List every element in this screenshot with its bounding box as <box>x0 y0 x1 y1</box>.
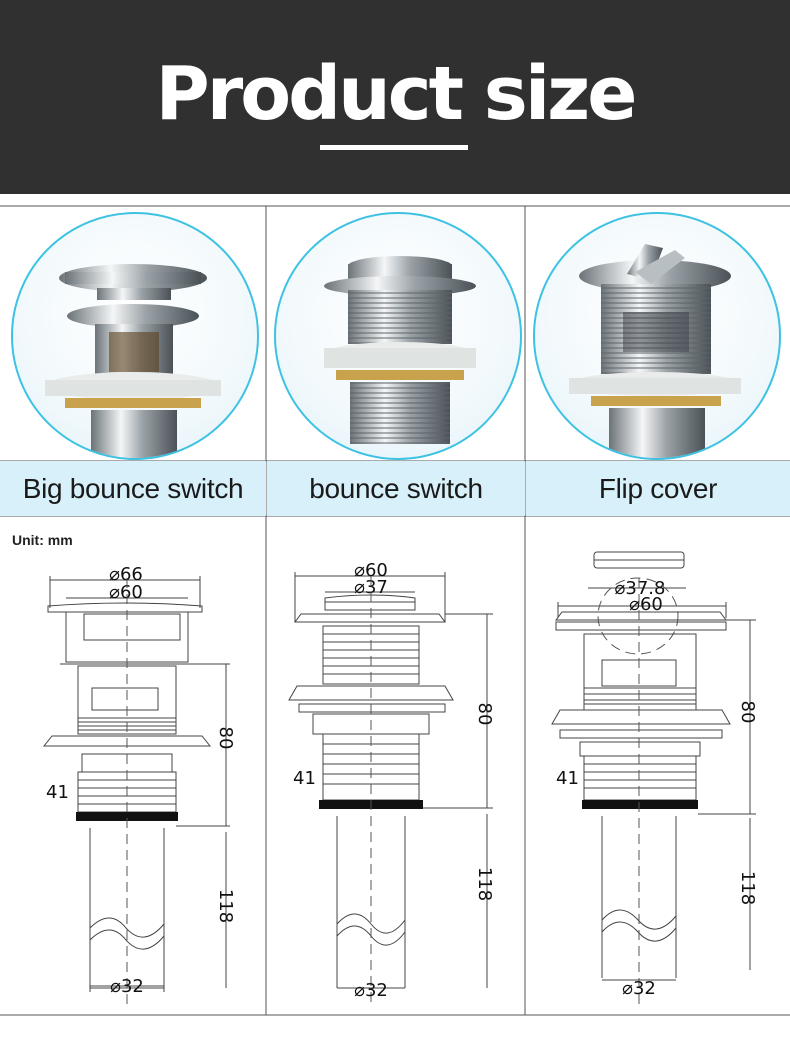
dim-pipe-dia: ⌀32 <box>622 978 656 999</box>
title-underline <box>320 145 468 150</box>
drawing-flip-cover: ⌀37.8 ⌀60 ⌀32 80 118 41 <box>551 551 758 1008</box>
label-flip-cover: Flip cover <box>526 461 790 516</box>
dim-height: 80 <box>737 701 758 724</box>
dim-thread: 41 <box>556 768 579 789</box>
dim-pipe-dia: ⌀32 <box>354 980 388 1001</box>
header-banner: Product size <box>0 0 790 194</box>
dim-outer-dia: ⌀60 <box>354 560 388 581</box>
dim-inner-dia: ⌀37 <box>354 577 388 598</box>
dim-outer-dia: ⌀66 <box>109 564 143 585</box>
dim-tail: 118 <box>737 871 758 905</box>
dim-tail: 118 <box>474 867 495 901</box>
dim-outer-dia: ⌀60 <box>629 594 663 615</box>
dim-inner-dia: ⌀60 <box>109 582 143 603</box>
drawing-big-bounce-switch: ⌀66 ⌀60 ⌀32 80 118 41 <box>42 564 236 1008</box>
drawing-bounce-switch: ⌀60 ⌀37 ⌀32 80 118 41 <box>288 560 495 1008</box>
photo-flip-cover <box>533 212 781 460</box>
dim-height: 80 <box>215 727 236 750</box>
unit-note: Unit: mm <box>12 532 73 548</box>
dim-thread: 41 <box>293 768 316 789</box>
dim-tail: 118 <box>215 889 236 923</box>
label-big-bounce-switch: Big bounce switch <box>0 461 266 516</box>
dim-thread: 41 <box>46 782 69 803</box>
dim-inner-dia: ⌀37.8 <box>615 578 666 599</box>
page-title: Product size <box>155 51 638 137</box>
label-bounce-switch: bounce switch <box>267 461 525 516</box>
photo-bounce-switch <box>274 212 522 460</box>
dim-height: 80 <box>474 703 495 726</box>
photo-big-bounce-switch <box>11 212 259 460</box>
dim-pipe-dia: ⌀32 <box>110 976 144 997</box>
